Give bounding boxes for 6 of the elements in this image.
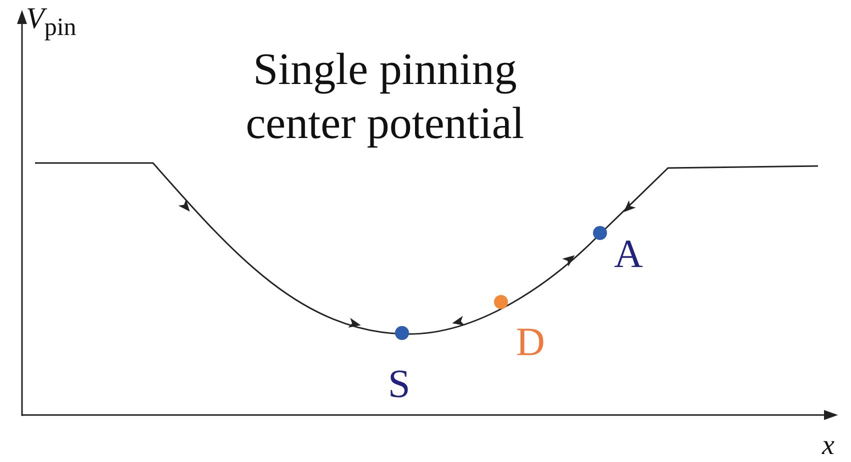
- point-label: S: [388, 364, 410, 404]
- point-label: D: [516, 322, 545, 362]
- plot-title: Single pinning center potential: [244, 43, 526, 150]
- axis-label: V$_{pin}$: [26, 4, 76, 40]
- axis-label: x: [822, 432, 834, 460]
- point-label: A: [614, 234, 643, 274]
